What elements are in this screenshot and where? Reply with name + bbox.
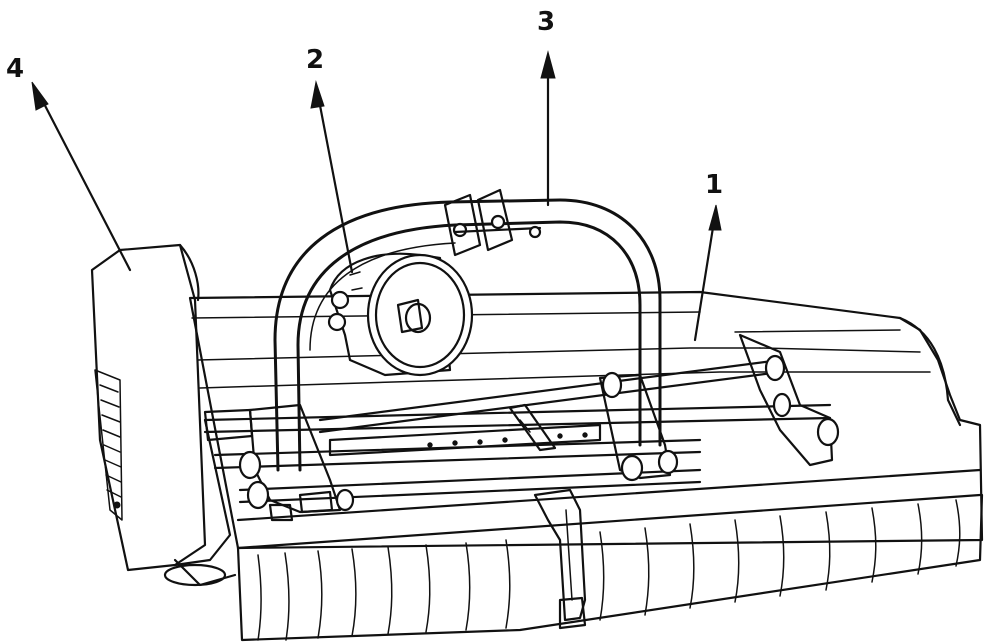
callout-arrow-2 <box>310 80 354 274</box>
callout-arrow-1 <box>693 204 722 342</box>
callout-label-4: 4 <box>6 54 24 84</box>
right-brackets <box>598 333 840 482</box>
callout-arrow-3 <box>540 50 556 207</box>
side-cover <box>90 243 237 587</box>
top-link-clamp <box>443 188 542 257</box>
gearbox <box>327 252 474 377</box>
callout-label-3: 3 <box>537 7 555 37</box>
roller-shafts <box>203 358 832 504</box>
callout-arrow-4 <box>31 81 132 272</box>
callout-label-1: 1 <box>705 170 723 200</box>
front-flaps <box>257 499 961 641</box>
left-bracket <box>203 403 355 522</box>
callout-label-2: 2 <box>306 45 324 75</box>
front-stand <box>533 488 587 630</box>
